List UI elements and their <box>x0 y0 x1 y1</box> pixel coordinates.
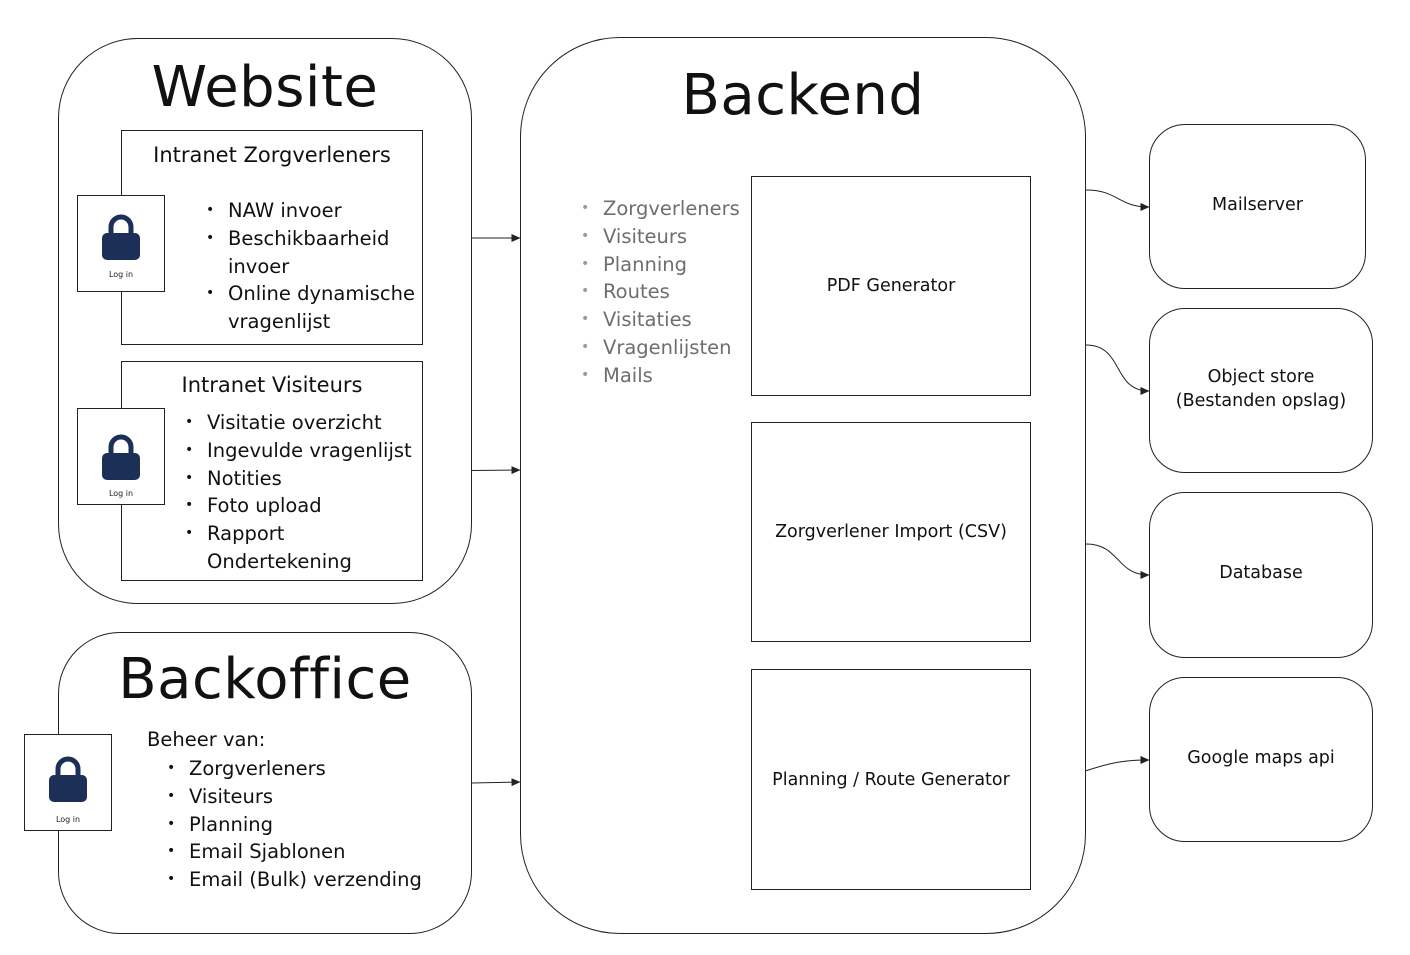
list-item: Visitatie overzicht <box>185 409 417 437</box>
list-item: Email Sjablonen <box>167 838 457 866</box>
pdf-generator-box: PDF Generator <box>751 176 1031 396</box>
mailserver-box: Mailserver <box>1149 124 1366 289</box>
list-item: Zorgverleners <box>167 755 457 783</box>
backoffice-title: Backoffice <box>118 647 412 712</box>
arrow-backend-to-object-store <box>1085 344 1150 395</box>
object-store-line2: (Bestanden opslag) <box>1175 390 1347 411</box>
list-item: Zorgverleners <box>581 195 751 223</box>
website-title: Website <box>151 55 379 120</box>
list-item: Visiteurs <box>167 783 457 811</box>
backoffice-login-button[interactable]: Log in <box>24 734 112 831</box>
intranet-zorgverleners-title: Intranet Zorgverleners <box>153 143 391 167</box>
zorgverleners-login-button[interactable]: Log in <box>77 195 165 292</box>
csv-import-box: Zorgverlener Import (CSV) <box>751 422 1031 642</box>
lock-icon <box>49 756 87 802</box>
list-item: Visiteurs <box>581 223 751 251</box>
login-label: Log in <box>108 270 134 279</box>
lock-icon <box>102 434 140 480</box>
backend-entity-list: Zorgverleners Visiteurs Planning Routes … <box>581 195 751 390</box>
zorgverleners-feature-list: NAW invoer Beschikbaarheid invoer Online… <box>206 197 416 336</box>
list-item: NAW invoer <box>206 197 416 225</box>
login-label: Log in <box>108 489 134 498</box>
backoffice-feature-list: Zorgverleners Visiteurs Planning Email S… <box>167 755 457 894</box>
intranet-visiteurs-box: Intranet Visiteurs Visitatie overzicht I… <box>121 361 423 581</box>
object-store-box: Object store (Bestanden opslag) <box>1149 308 1373 473</box>
google-maps-label: Google maps api <box>1187 747 1335 768</box>
list-item: Notities <box>185 465 417 493</box>
database-box: Database <box>1149 492 1373 658</box>
list-item: Email (Bulk) verzending <box>167 866 457 894</box>
login-label: Log in <box>55 815 81 824</box>
list-item: Visitaties <box>581 306 751 334</box>
object-store-label: Object store (Bestanden opslag) <box>1150 365 1372 413</box>
arrow-backend-to-database <box>1085 543 1150 579</box>
arrow-backoffice-to-backend <box>470 778 521 787</box>
list-item: Ingevulde vragenlijst <box>185 437 417 465</box>
database-label: Database <box>1219 563 1303 584</box>
object-store-line1: Object store <box>1207 366 1315 387</box>
lock-icon <box>102 214 140 260</box>
backoffice-container: Backoffice Beheer van: Zorgverleners Vis… <box>58 632 472 934</box>
list-item: Online dynamische vragenlijst <box>206 280 416 336</box>
csv-import-label: Zorgverlener Import (CSV) <box>775 522 1007 542</box>
list-item: Vragenlijsten <box>581 334 751 362</box>
mailserver-label: Mailserver <box>1212 194 1303 215</box>
list-item: Planning <box>581 251 751 279</box>
visiteurs-feature-list: Visitatie overzicht Ingevulde vragenlijs… <box>185 409 417 576</box>
list-item: Mails <box>581 362 751 390</box>
backend-title: Backend <box>681 63 925 128</box>
intranet-zorgverleners-box: Intranet Zorgverleners NAW invoer Beschi… <box>121 130 423 345</box>
backoffice-intro: Beheer van: <box>147 728 266 751</box>
list-item: Rapport Ondertekening <box>185 520 352 576</box>
google-maps-box: Google maps api <box>1149 677 1373 842</box>
list-item: Beschikbaarheid invoer <box>206 225 416 281</box>
list-item: Foto upload <box>185 492 417 520</box>
intranet-visiteurs-title: Intranet Visiteurs <box>181 373 363 397</box>
list-item: Planning <box>167 811 457 839</box>
visiteurs-login-button[interactable]: Log in <box>77 408 165 505</box>
route-generator-box: Planning / Route Generator <box>751 669 1031 890</box>
pdf-generator-label: PDF Generator <box>826 276 956 296</box>
route-generator-label: Planning / Route Generator <box>772 769 1010 790</box>
arrow-backend-to-mailserver <box>1085 189 1150 211</box>
list-item: Routes <box>581 278 751 306</box>
